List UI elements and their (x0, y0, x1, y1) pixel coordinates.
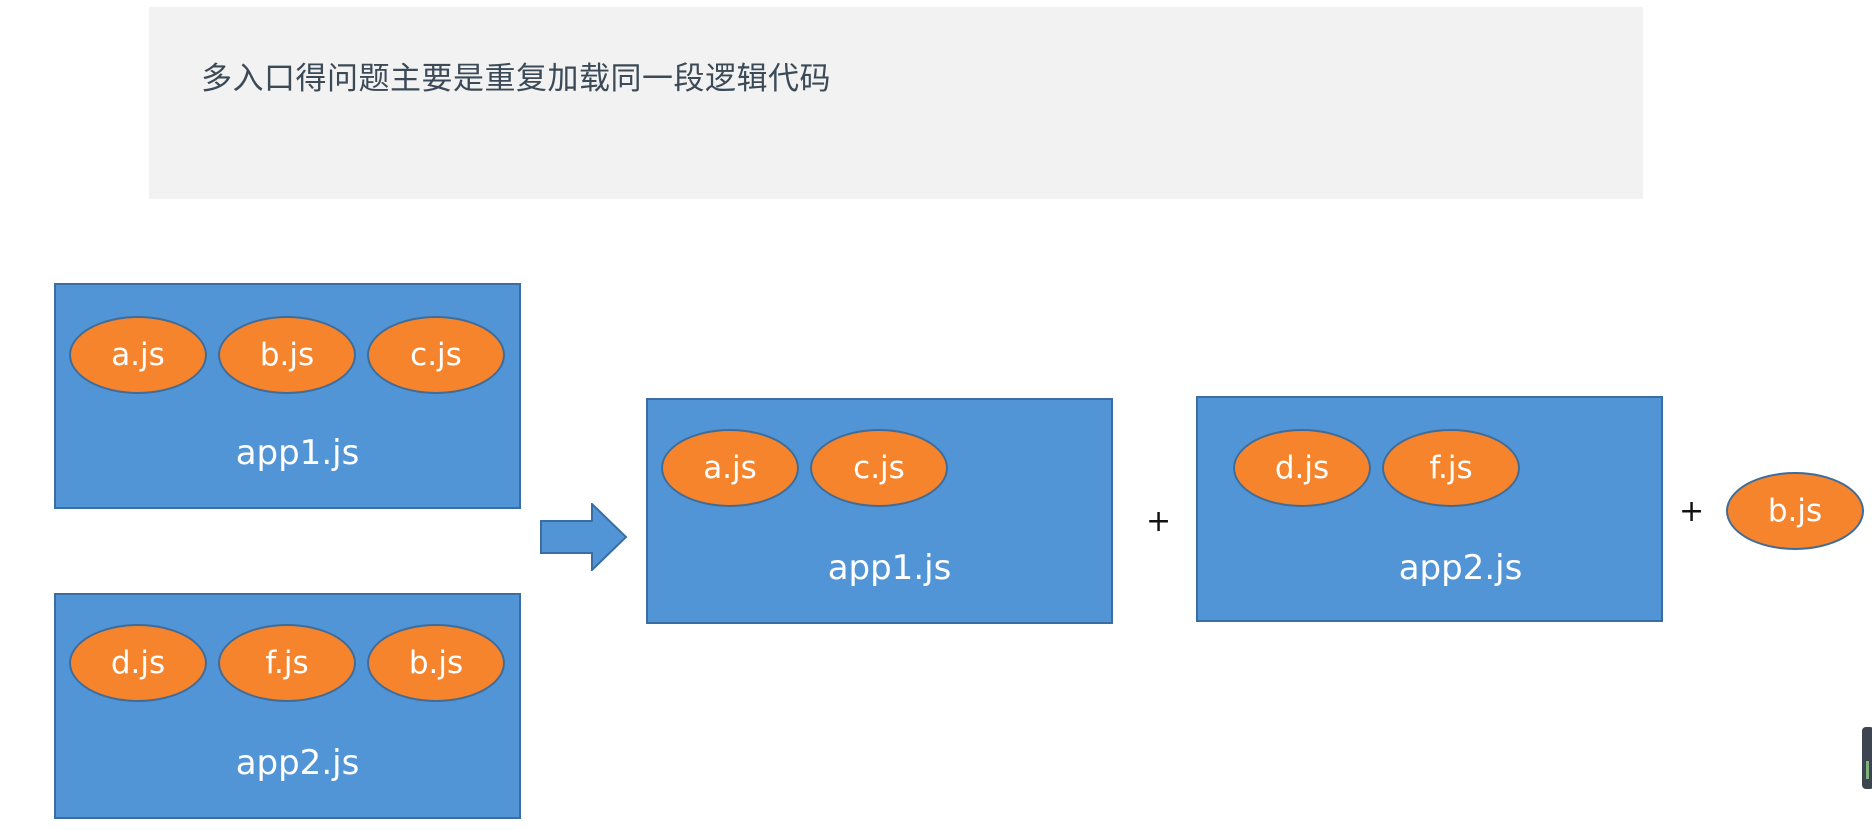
after-app2-module-f: f.js (1382, 429, 1520, 507)
note-text: 多入口得问题主要是重复加载同一段逻辑代码 (201, 61, 831, 97)
before-app1-module-a: a.js (69, 316, 207, 394)
after-app1-module-a: a.js (661, 429, 799, 507)
before-app1-box: a.js b.js c.js app1.js (54, 283, 521, 509)
before-app2-box: d.js f.js b.js app2.js (54, 593, 521, 819)
before-app1-module-b: b.js (218, 316, 356, 394)
after-app2-label: app2.js (1398, 548, 1523, 588)
before-app2-module-f: f.js (218, 624, 356, 702)
transform-arrow-icon (540, 503, 628, 571)
before-app1-module-c: c.js (367, 316, 505, 394)
scroll-handle[interactable] (1862, 727, 1872, 789)
after-app1-module-c: c.js (810, 429, 948, 507)
note-panel: 多入口得问题主要是重复加载同一段逻辑代码 (149, 7, 1643, 199)
after-app1-box: a.js c.js app1.js (646, 398, 1113, 624)
plus-sign: + (1146, 504, 1172, 539)
after-app2-module-d: d.js (1233, 429, 1371, 507)
after-app2-box: d.js f.js app2.js (1196, 396, 1663, 622)
before-app2-module-b: b.js (367, 624, 505, 702)
before-app2-label: app2.js (235, 743, 360, 783)
after-app1-label: app1.js (827, 548, 952, 588)
before-app2-module-d: d.js (69, 624, 207, 702)
shared-module-b: b.js (1726, 472, 1864, 550)
before-app1-label: app1.js (235, 433, 360, 473)
plus-sign: + (1679, 494, 1705, 529)
